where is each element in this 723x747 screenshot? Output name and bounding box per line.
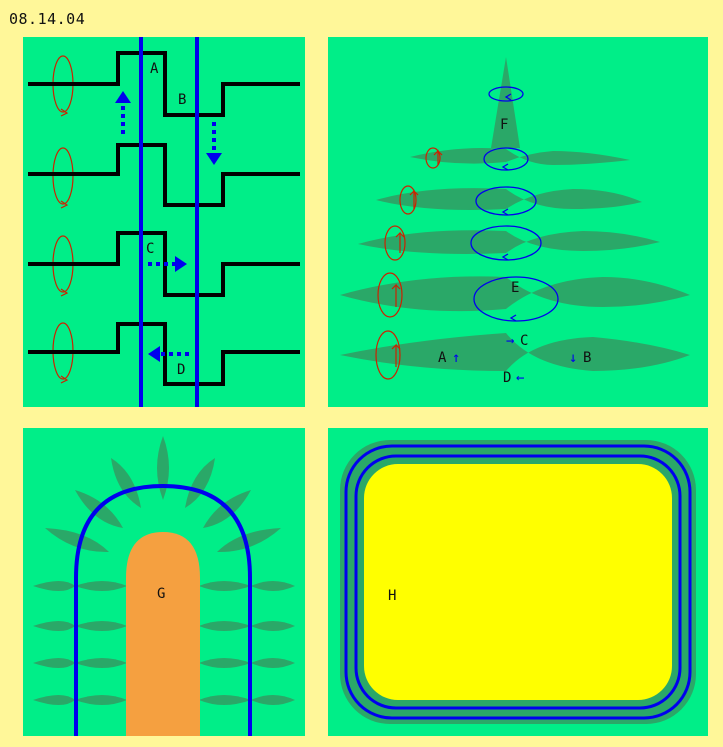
label-a: A: [150, 61, 159, 77]
arrow-left-icon: [148, 346, 160, 362]
arrow-right-icon: →: [506, 333, 514, 349]
label-b: B: [583, 350, 591, 366]
vortex-arrow-icon: [511, 315, 516, 321]
leaf: [251, 581, 295, 591]
leaf: [75, 581, 127, 591]
step-lines: [28, 53, 300, 384]
leaf: [251, 621, 295, 631]
region-h-panel: H: [328, 428, 708, 736]
arrow-right-icon: [175, 256, 187, 272]
arrow-down-icon: [206, 153, 222, 165]
leaf: [33, 621, 75, 631]
shoot-apex-panel: G: [23, 428, 305, 736]
label-b: B: [178, 92, 186, 108]
leaf: [75, 621, 127, 631]
leaf-vortex-diagram: F E A B C D ↑ ↓ → ←: [328, 37, 708, 407]
label-a: A: [438, 350, 447, 366]
leaf: [199, 695, 251, 705]
leaf: [199, 621, 251, 631]
region-h-diagram: H: [328, 428, 708, 736]
yellow-region: [364, 464, 672, 700]
arrow-down-icon: ↓: [569, 350, 577, 366]
leaf-vortex-panel: F E A B C D ↑ ↓ → ←: [328, 37, 708, 407]
leaf: [251, 658, 295, 668]
rotation-ellipses: [53, 56, 73, 383]
step-diagram-panel: A B C D: [23, 37, 305, 407]
arrow-up-icon: ↑: [452, 350, 460, 366]
vortex-arrow-icon: [503, 209, 508, 215]
vortex-arrow-icon: [503, 164, 508, 170]
arrowheads: [115, 91, 222, 362]
label-g: G: [157, 586, 165, 602]
leaf-tip: [491, 57, 520, 148]
dotted-arrows: [123, 99, 214, 354]
leaf: [199, 658, 251, 668]
step-diagram: A B C D: [23, 37, 305, 407]
label-h: H: [388, 588, 396, 604]
leaf: [185, 458, 215, 508]
leaf: [33, 658, 75, 668]
leaf: [33, 695, 75, 705]
leaf: [33, 581, 75, 591]
leaf: [157, 436, 169, 500]
label-c: C: [146, 241, 154, 257]
date-label: 08.14.04: [9, 10, 85, 28]
arrow-left-icon: ←: [516, 370, 524, 386]
shoot-apex-diagram: G: [23, 428, 305, 736]
leaf: [199, 581, 251, 591]
leaf-tier: [340, 333, 690, 371]
label-d: D: [503, 370, 511, 386]
leaf: [75, 658, 127, 668]
leaf: [75, 695, 127, 705]
label-f: F: [500, 117, 508, 133]
label-e: E: [511, 280, 519, 296]
leaf: [111, 458, 141, 508]
meristem: [126, 532, 200, 736]
leaf: [251, 695, 295, 705]
label-c: C: [520, 333, 528, 349]
vortex-arrow-icon: [503, 254, 508, 260]
arrow-up-icon: [115, 91, 131, 103]
label-d: D: [177, 362, 185, 378]
